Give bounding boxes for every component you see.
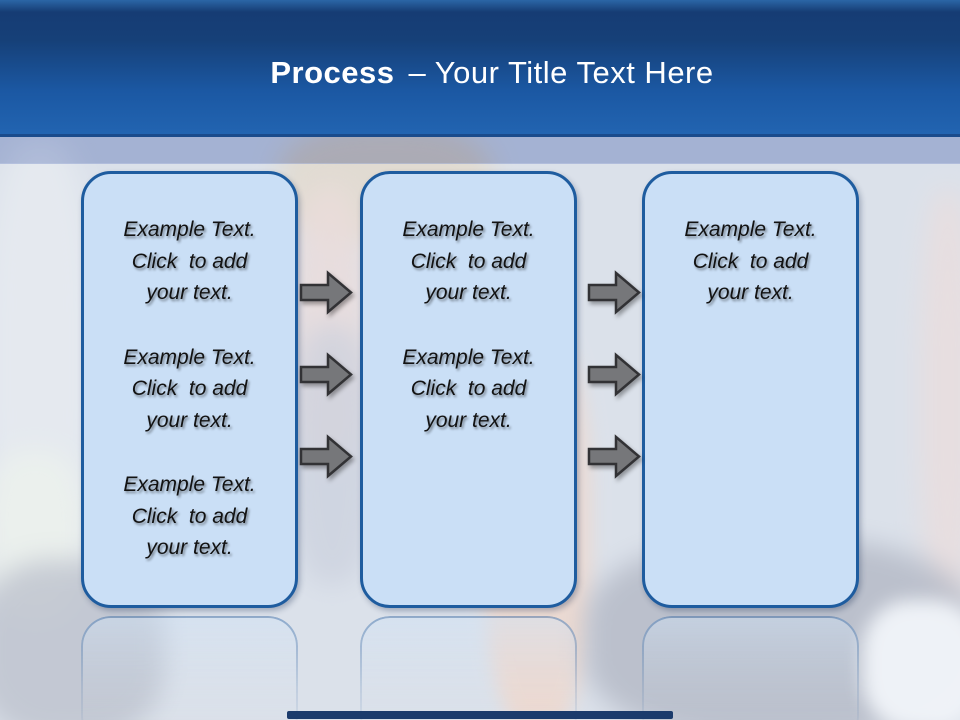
right-block-arrow-icon[interactable] (299, 351, 353, 398)
right-block-arrow-icon[interactable] (587, 351, 641, 398)
title-keyword: Process (270, 55, 395, 90)
right-block-arrow-icon[interactable] (587, 269, 641, 316)
box-reflection (81, 616, 298, 720)
box-reflection (642, 616, 859, 720)
right-block-arrow-icon[interactable] (587, 433, 641, 480)
slide-title[interactable]: Process – Your Title Text Here (0, 55, 960, 91)
title-subtitle: – Your Title Text Here (408, 55, 714, 90)
placeholder-text[interactable]: Example Text. Click to add your text. (123, 345, 256, 432)
placeholder-text[interactable]: Example Text. Click to add your text. (684, 218, 817, 304)
process-box-2[interactable]: Example Text. Click to add your text. Ex… (360, 171, 577, 608)
arrow-group-1 (299, 269, 353, 480)
bottom-accent-bar (287, 711, 673, 719)
process-box-1[interactable]: Example Text. Click to add your text. Ex… (81, 171, 298, 608)
right-block-arrow-icon[interactable] (299, 433, 353, 480)
process-box-3[interactable]: Example Text. Click to add your text. (642, 171, 859, 608)
box-reflection (360, 616, 577, 720)
placeholder-text[interactable]: Example Text. Click to add your text. (123, 218, 256, 304)
placeholder-text[interactable]: Example Text. Click to add your text. (402, 345, 535, 432)
arrow-group-2 (587, 269, 641, 480)
placeholder-text[interactable]: Example Text. Click to add your text. (123, 473, 256, 559)
slide-header: Process – Your Title Text Here (0, 0, 960, 137)
right-block-arrow-icon[interactable] (299, 269, 353, 316)
header-underline-band (0, 134, 960, 164)
placeholder-text[interactable]: Example Text. Click to add your text. (402, 218, 535, 304)
